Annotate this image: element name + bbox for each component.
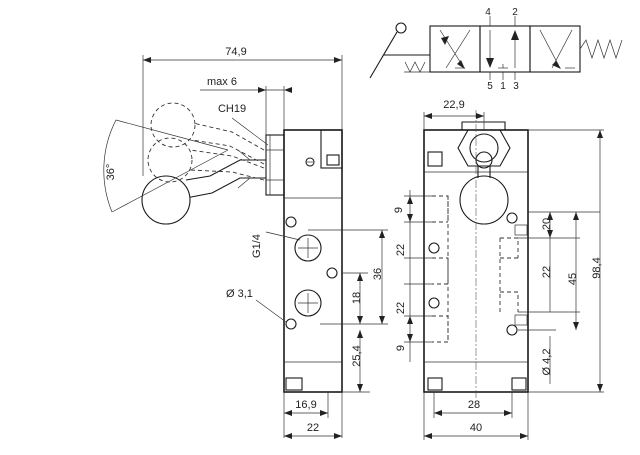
dim-v22-a: 22	[395, 244, 407, 256]
mounting-hole-side	[285, 318, 297, 330]
lever-knob-symbol	[395, 22, 407, 34]
port-label-1: 1	[500, 81, 506, 92]
dim-r-dia-4-2: Ø 4,2	[541, 349, 553, 376]
lever-ball	[141, 175, 191, 225]
dim-max-stroke: max 6	[207, 76, 237, 88]
dim-width-22: 22	[307, 422, 319, 434]
lever-nut	[265, 134, 285, 196]
dim-top-22-9: 22,9	[443, 99, 464, 111]
dim-v22-b: 22	[395, 302, 407, 314]
dim-r98-4: 98,4	[591, 257, 603, 278]
port-lower-side	[294, 289, 322, 317]
dim-width-16-9: 16,9	[295, 399, 316, 411]
front-view: 22,9 9 22 22 9 20 22 45 98	[393, 99, 604, 440]
pneumatic-symbol: 4 2 5 1 3	[369, 7, 623, 92]
port-label-5: 5	[487, 81, 493, 92]
dim-hole-diameter: Ø 3,1	[226, 288, 253, 300]
dim-overall-width: 74,9	[225, 46, 246, 58]
dim-r20: 20	[541, 218, 553, 230]
lever-ball-front	[459, 175, 509, 225]
side-view: 36° 74,9 max 6 CH19 G1/4 Ø 3,1 36	[103, 46, 388, 439]
dim-v9-top: 9	[393, 207, 405, 213]
dim-wrench-size: CH19	[218, 103, 246, 115]
return-spring-symbol	[579, 38, 623, 60]
port-label-3: 3	[513, 81, 519, 92]
port-label-2: 2	[512, 7, 518, 18]
valve-body-side	[283, 129, 343, 393]
detent-spring-symbol	[404, 61, 426, 73]
port-upper-side	[294, 234, 322, 262]
dim-r22: 22	[541, 266, 553, 278]
dim-pitch-18: 18	[351, 292, 363, 304]
dim-v9-bottom: 9	[395, 345, 407, 351]
dim-w28: 28	[468, 399, 480, 411]
port-label-4: 4	[485, 7, 491, 18]
dim-w40: 40	[470, 422, 482, 434]
dim-r45: 45	[567, 273, 579, 285]
dim-pitch-36: 36	[372, 268, 384, 280]
dim-port-thread: G1/4	[251, 234, 263, 258]
dim-height-25-4: 25,4	[351, 345, 363, 366]
angle-label: 36°	[105, 164, 117, 181]
